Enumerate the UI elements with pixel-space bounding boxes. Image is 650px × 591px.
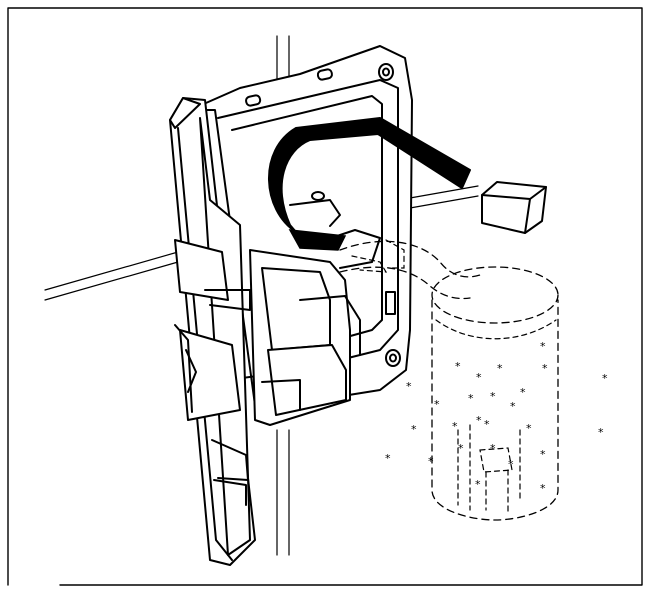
- dust-particle: *: [542, 362, 548, 375]
- dust-particle: *: [490, 390, 496, 403]
- dust-particle: *: [434, 398, 440, 411]
- dust-particle: *: [540, 482, 546, 495]
- dust-particle: *: [497, 362, 503, 375]
- dust-particle: *: [385, 452, 391, 465]
- dust-particle: *: [406, 380, 412, 393]
- dust-particle: *: [540, 340, 546, 353]
- border: [7, 7, 643, 586]
- dust-particle: *: [411, 423, 417, 436]
- dust-particle: *: [476, 371, 482, 384]
- socket-mechanism: [249, 191, 381, 426]
- cube-block: [481, 181, 547, 234]
- wall-lines: [44, 35, 479, 556]
- dust-particle: *: [520, 386, 526, 399]
- dashed-container: [339, 239, 559, 521]
- dust-particle: *: [476, 414, 482, 427]
- dust-particle: *: [602, 372, 608, 385]
- dust-particle: *: [526, 422, 532, 435]
- dust-particle: *: [598, 426, 604, 439]
- dust-particle: *: [475, 478, 481, 491]
- cover-frame: [169, 97, 256, 566]
- dust-particle: *: [484, 418, 490, 431]
- dust-particle: *: [508, 458, 514, 471]
- dust-particle: *: [455, 360, 461, 373]
- dust-particle: *: [452, 420, 458, 433]
- dust-particles: **************************: [385, 340, 608, 495]
- dust-particle: *: [428, 455, 434, 468]
- dust-particle: *: [540, 448, 546, 461]
- dust-particle: *: [490, 442, 496, 455]
- dust-particle: *: [510, 400, 516, 413]
- release-strap: [268, 117, 471, 251]
- dust-particle: *: [458, 442, 464, 455]
- dust-particle: *: [468, 392, 474, 405]
